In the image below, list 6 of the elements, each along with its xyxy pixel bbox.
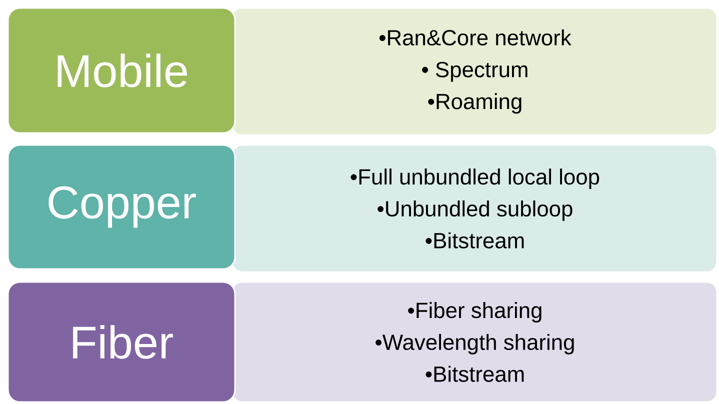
detail-panel: •Fiber sharing •Wavelength sharing •Bitstream <box>231 281 718 403</box>
category-box: Fiber <box>7 281 236 403</box>
detail-panel: •Ran&Core network • Spectrum •Roaming <box>231 7 718 136</box>
category-box: Mobile <box>7 7 236 134</box>
category-box: Copper <box>7 144 236 270</box>
detail-panel: •Full unbundled local loop •Unbundled subloop •Bitstream <box>231 144 718 273</box>
